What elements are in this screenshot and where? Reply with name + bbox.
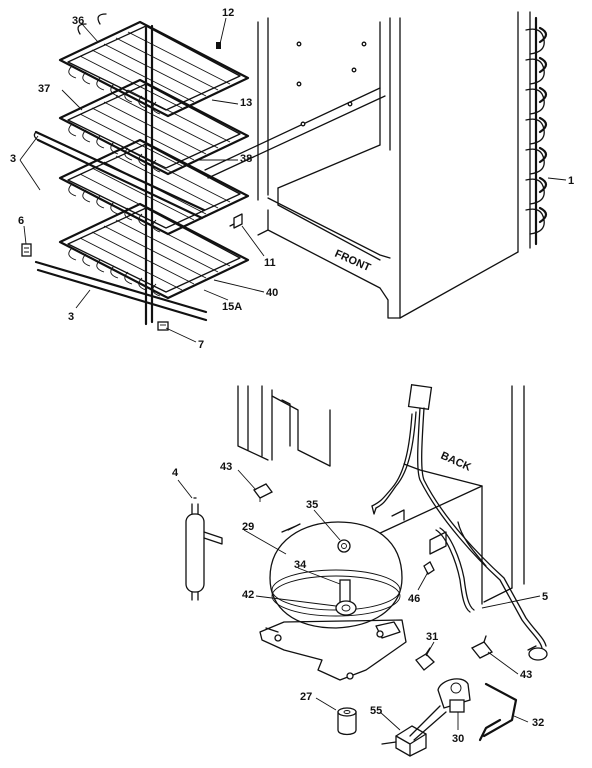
shelf-screw-7 xyxy=(157,321,169,331)
callout-38: 38 xyxy=(240,153,252,165)
callout-30: 30 xyxy=(452,733,464,745)
callout-numbers: 36 12 37 13 3 38 6 11 40 15A 3 7 1 4 43 … xyxy=(10,7,574,745)
shelf-40 xyxy=(58,202,250,300)
bracket-32 xyxy=(478,682,518,742)
callout-43-upper: 43 xyxy=(220,461,232,473)
shelf-37 xyxy=(58,78,250,176)
shelf-rail-upper xyxy=(33,130,206,220)
callout-36: 36 xyxy=(72,15,84,27)
shelf-36 xyxy=(58,13,250,118)
callout-27: 27 xyxy=(300,691,312,703)
callout-29: 29 xyxy=(242,521,254,533)
shelf-assembly xyxy=(21,13,250,331)
shelf-clip-12 xyxy=(216,42,221,49)
relay-46 xyxy=(423,561,435,575)
compressor xyxy=(259,521,407,681)
freezer-cabinet: FRONT xyxy=(204,11,531,319)
shelf-clip-6 xyxy=(21,243,32,257)
callout-3-lower: 3 xyxy=(68,311,74,323)
callout-13: 13 xyxy=(240,97,252,109)
callout-42: 42 xyxy=(242,589,254,601)
relay-30 xyxy=(409,678,471,741)
clip-43-lower xyxy=(470,635,494,659)
callout-6: 6 xyxy=(18,215,24,227)
shelf-rail-lower xyxy=(34,260,208,322)
callout-40: 40 xyxy=(266,287,278,299)
leader-lines xyxy=(19,17,567,731)
callout-43-lower: 43 xyxy=(520,669,532,681)
callout-31: 31 xyxy=(426,631,438,643)
shelf-38 xyxy=(58,138,250,236)
callout-15a: 15A xyxy=(222,301,242,313)
callout-32: 32 xyxy=(532,717,544,729)
callout-37: 37 xyxy=(38,83,50,95)
capacitor-55 xyxy=(381,725,427,757)
front-label: FRONT xyxy=(333,248,373,274)
callout-7: 7 xyxy=(198,339,204,351)
clip-43-upper xyxy=(253,483,273,502)
callout-55: 55 xyxy=(370,705,382,717)
shelf-bracket-11 xyxy=(229,213,243,229)
callout-46: 46 xyxy=(408,593,420,605)
door-coil xyxy=(525,16,548,246)
refrigerant-tubing xyxy=(371,383,548,661)
callout-4: 4 xyxy=(172,467,179,479)
accumulator xyxy=(185,497,223,601)
foot-27 xyxy=(337,707,357,736)
callout-11: 11 xyxy=(264,257,276,269)
callout-1: 1 xyxy=(568,175,574,187)
overload-31 xyxy=(415,647,435,671)
callout-5: 5 xyxy=(542,591,548,603)
back-label: BACK xyxy=(439,450,473,474)
callout-35: 35 xyxy=(306,499,318,511)
callout-12: 12 xyxy=(222,7,234,19)
callout-34: 34 xyxy=(294,559,307,571)
callout-3-upper: 3 xyxy=(10,153,16,165)
